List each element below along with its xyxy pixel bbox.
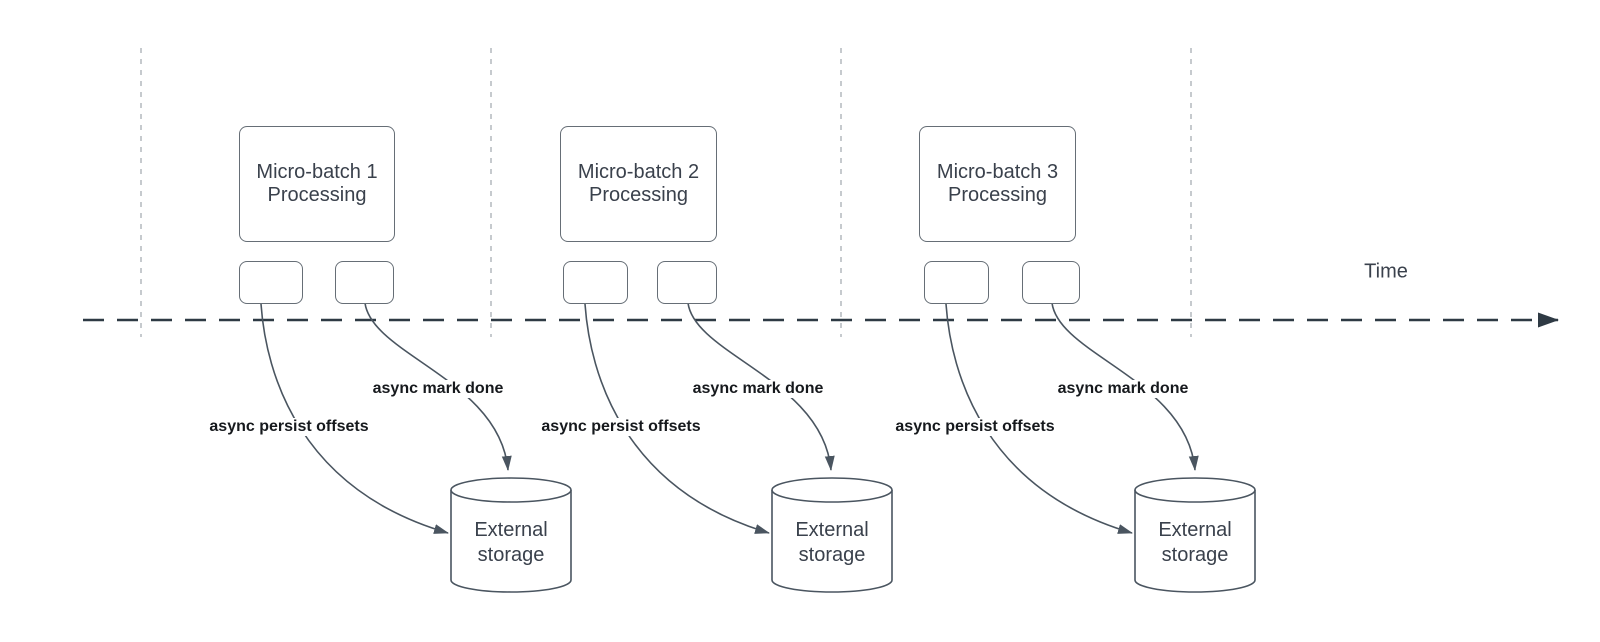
micro-batch-2-box: Micro-batch 2 Processing (560, 126, 717, 242)
persist-offsets-label-2: async persist offsets (538, 418, 704, 436)
storage-cylinder-2 (771, 477, 893, 593)
micro-batch-3-title-line2: Processing (948, 184, 1047, 206)
persist-offsets-label-3: async persist offsets (892, 418, 1058, 436)
done-task-box-3 (1022, 261, 1080, 304)
micro-batch-2-title-line2: Processing (589, 184, 688, 206)
mark-done-label-1: async mark done (369, 380, 507, 398)
done-task-box-1 (335, 261, 394, 304)
offset-task-box-2 (563, 261, 628, 304)
offset-task-box-1 (239, 261, 303, 304)
micro-batch-3-box: Micro-batch 3 Processing (919, 126, 1076, 242)
persist-offsets-label-1: async persist offsets (206, 418, 372, 436)
storage-cylinder-3 (1134, 477, 1256, 593)
done-arrow-3 (1051, 302, 1199, 471)
mark-done-label-3: async mark done (1054, 380, 1192, 398)
done-arrow-1 (364, 302, 512, 471)
done-task-box-2 (657, 261, 717, 304)
done-arrow-2 (687, 302, 835, 471)
micro-batch-2-title-line1: Micro-batch 2 (577, 161, 700, 183)
storage-cylinder-1 (450, 477, 572, 593)
micro-batch-1-box: Micro-batch 1 Processing (239, 126, 395, 242)
offset-task-box-3 (924, 261, 989, 304)
micro-batch-1-title-line1: Micro-batch 1 (256, 161, 378, 183)
micro-batch-1-title-line2: Processing (267, 184, 367, 206)
time-axis-label: Time (1364, 260, 1408, 283)
micro-batch-3-title-line1: Micro-batch 3 (936, 161, 1059, 183)
mark-done-label-2: async mark done (689, 380, 827, 398)
